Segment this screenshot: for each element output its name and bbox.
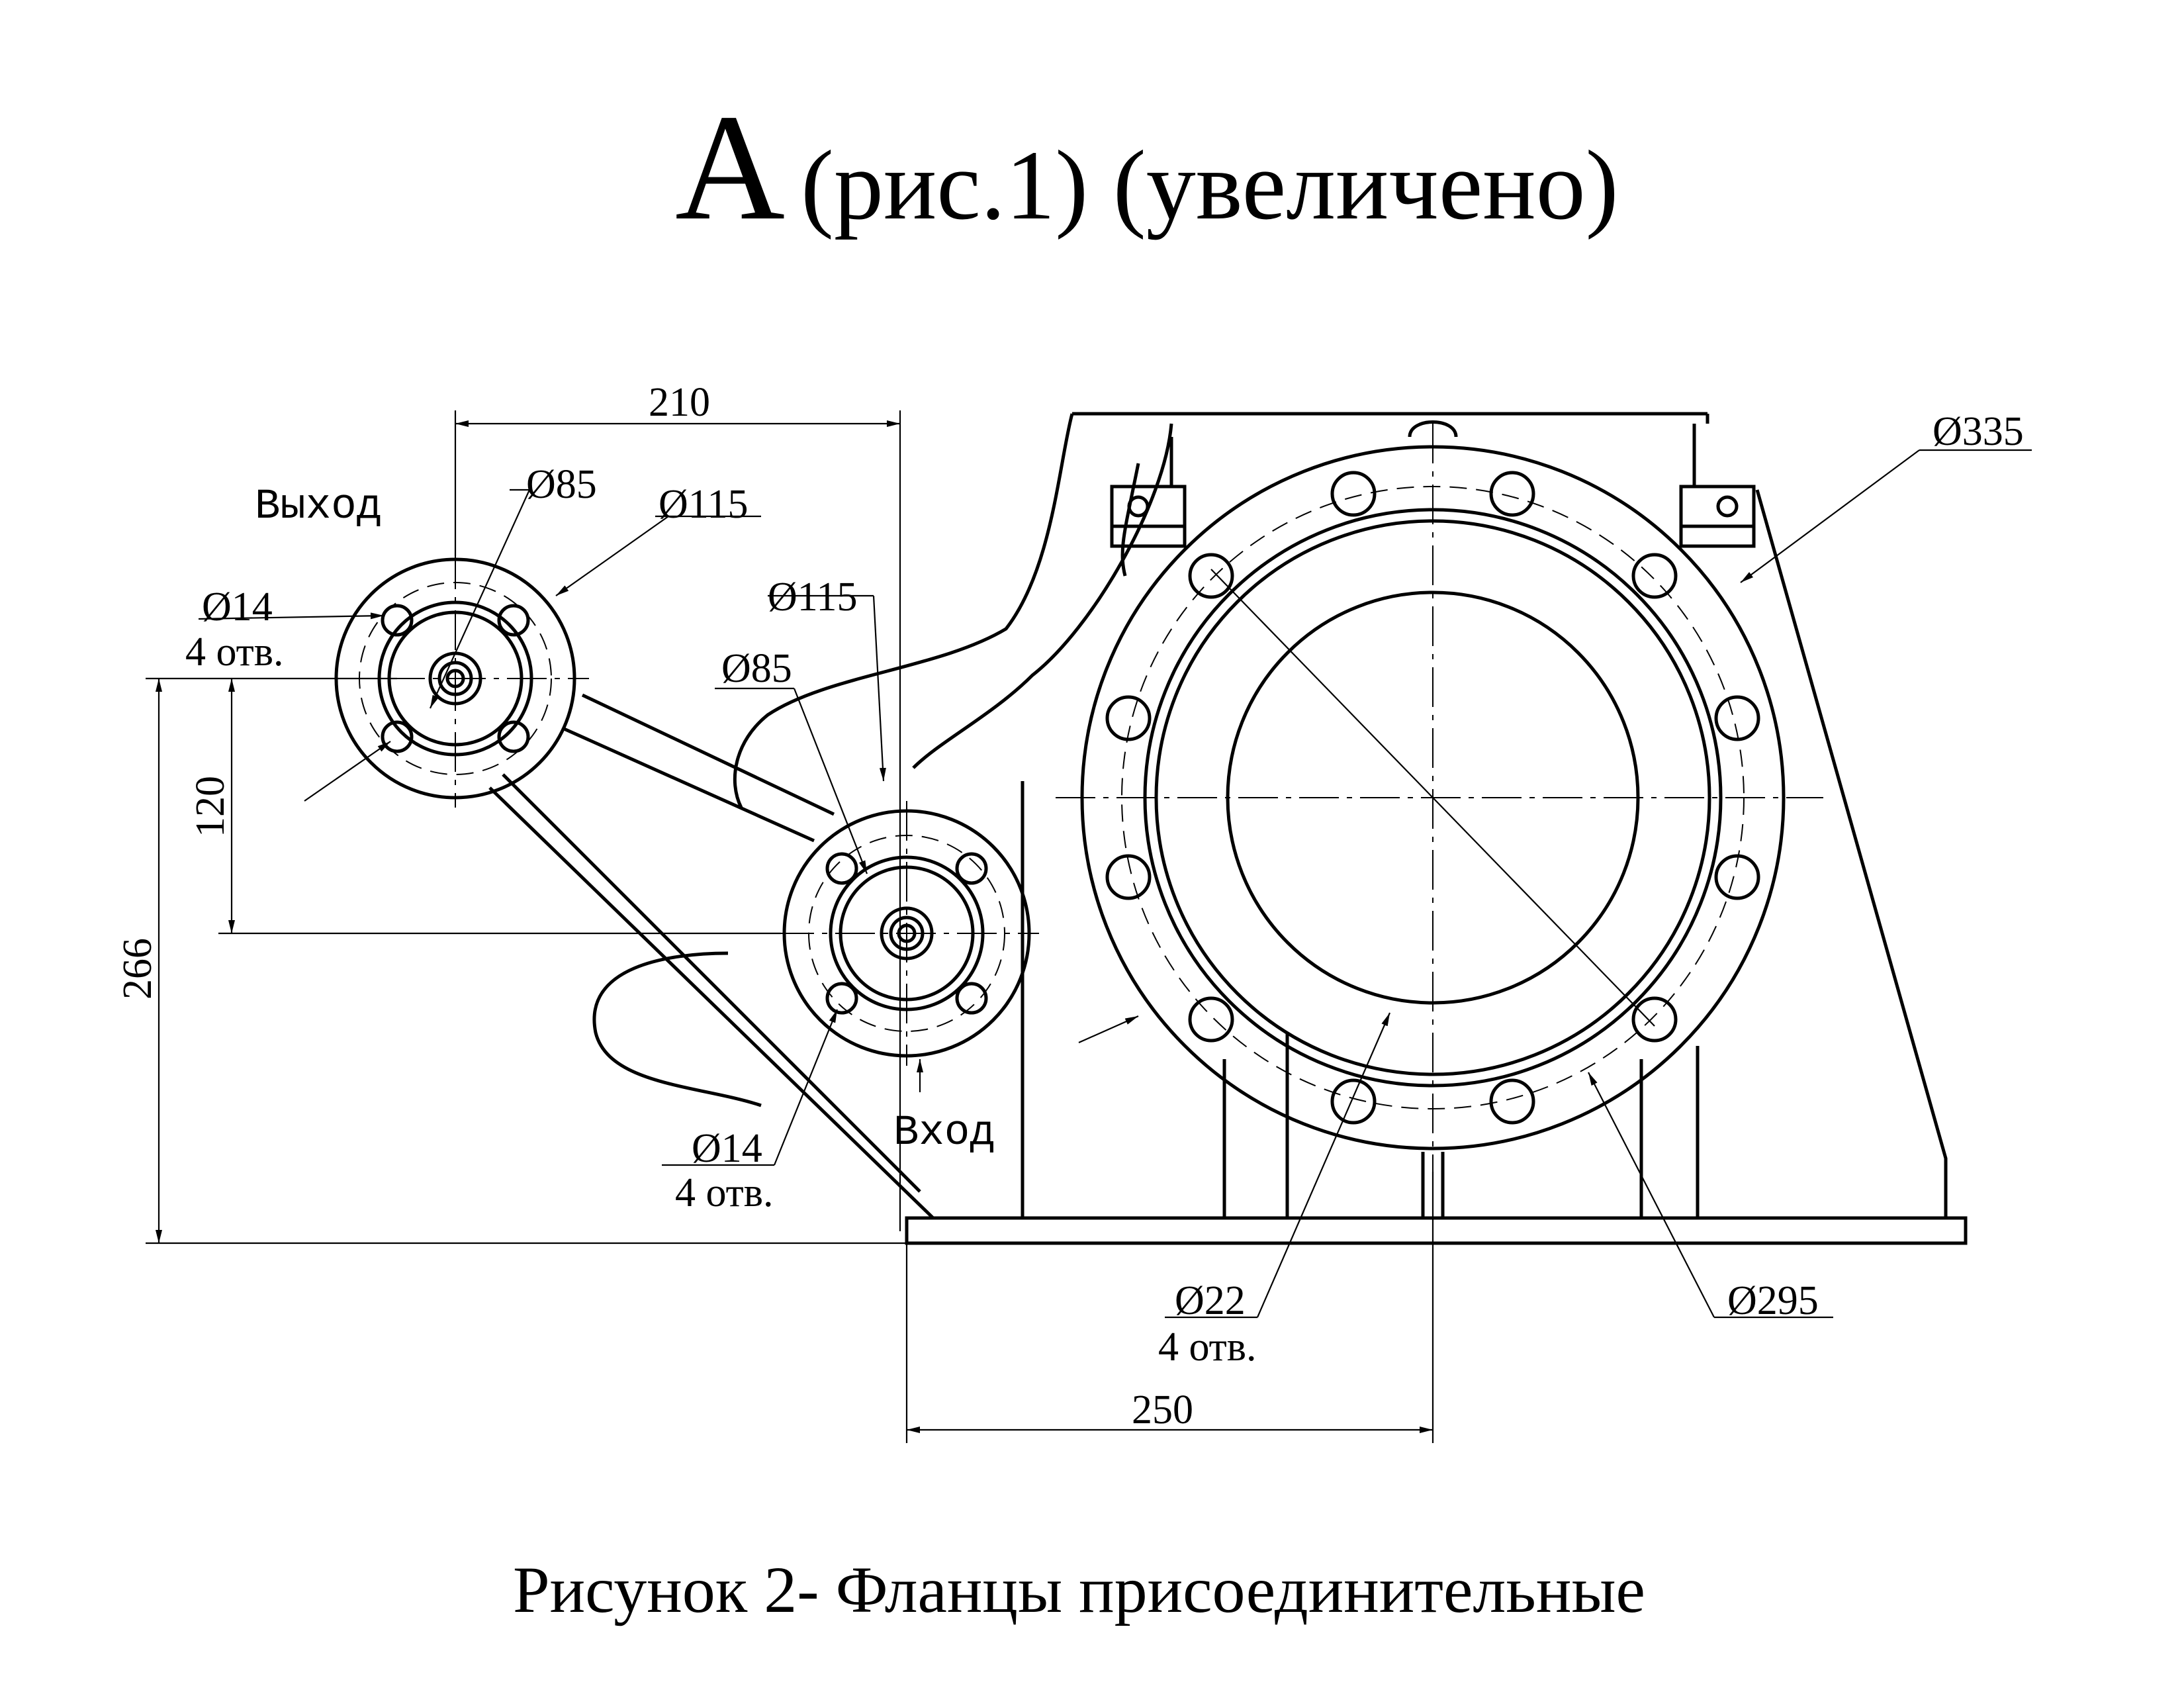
outlet-holes: 4 отв. bbox=[185, 630, 284, 675]
figure-caption: Рисунок 2- Фланцы присоединительные bbox=[513, 1553, 1645, 1626]
main-flange bbox=[1056, 424, 1823, 1172]
dim-266: 266 bbox=[115, 938, 160, 1000]
main-dim-d295: Ø295 bbox=[1727, 1278, 1819, 1323]
main-bolt-holes bbox=[1105, 471, 1760, 1125]
inlet-holes: 4 отв. bbox=[675, 1170, 774, 1215]
top-bolts bbox=[1110, 420, 1756, 548]
inlet-label: Вход bbox=[893, 1109, 995, 1157]
inlet-dim-d14: Ø14 bbox=[692, 1126, 762, 1171]
dim-210: 210 bbox=[649, 380, 710, 425]
main-dim-d335: Ø335 bbox=[1933, 409, 2024, 454]
view-title-rest: (рис.1) (увеличено) bbox=[801, 130, 1619, 240]
inlet-flange bbox=[774, 801, 1039, 1066]
outlet-label: Выход bbox=[255, 483, 382, 531]
support-arm bbox=[488, 693, 934, 1219]
outlet-dim-d115: Ø115 bbox=[659, 482, 748, 527]
support-frame bbox=[1021, 412, 1948, 1218]
base-plate bbox=[905, 1216, 1968, 1245]
main-dim-d22: Ø22 bbox=[1175, 1278, 1246, 1323]
dimension-lines bbox=[146, 410, 2032, 1443]
inlet-dim-d85: Ø85 bbox=[721, 646, 792, 691]
main-holes: 4 отв. bbox=[1158, 1325, 1257, 1370]
outlet-dim-d14: Ø14 bbox=[202, 585, 273, 630]
dim-250: 250 bbox=[1132, 1387, 1193, 1432]
dim-120: 120 bbox=[188, 776, 233, 837]
outlet-dim-d85: Ø85 bbox=[526, 462, 597, 507]
view-letter: А bbox=[675, 83, 785, 252]
inlet-dim-d115: Ø115 bbox=[768, 575, 857, 620]
